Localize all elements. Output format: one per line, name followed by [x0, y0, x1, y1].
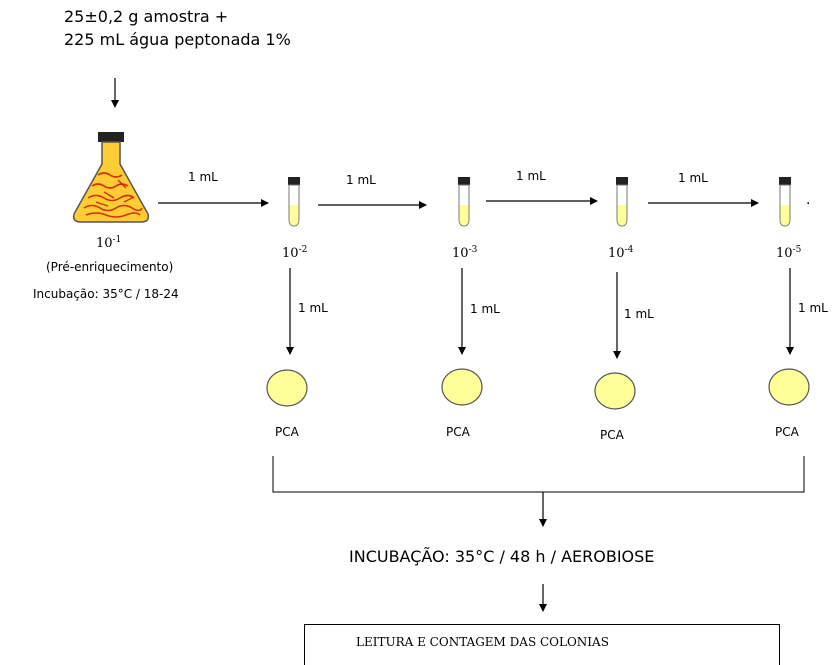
petri-plate-icon: [442, 369, 482, 405]
petri-plate-icon: [595, 373, 635, 409]
plate-label: PCA: [600, 428, 624, 442]
petri-plate-icon: [267, 370, 307, 406]
incubation-step: INCUBAÇÃO: 35°C / 48 h / AEROBIOSE: [349, 547, 654, 566]
transfer-label: 1 mL: [678, 171, 708, 185]
collect-bracket: [273, 456, 804, 492]
final-step-label: LEITURA E CONTAGEM DAS COLONIAS: [356, 635, 609, 649]
transfer-label: 1 mL: [346, 173, 376, 187]
tube-dilution: 10-5: [776, 245, 801, 261]
flask-dilution: 10-1: [96, 235, 121, 251]
test-tube-icon: [458, 177, 470, 226]
plate-label: PCA: [446, 425, 470, 439]
sample-line-2: 225 mL água peptonada 1%: [64, 29, 291, 50]
transfer-label: 1 mL: [188, 170, 218, 184]
petri-plate-icon: [769, 369, 809, 405]
trailing-mark: .: [806, 192, 810, 208]
test-tube-icon: [616, 177, 628, 226]
test-tube-icon: [288, 177, 300, 226]
plating-label: 1 mL: [470, 302, 500, 316]
plate-label: PCA: [775, 425, 799, 439]
tube-dilution: 10-2: [282, 245, 307, 261]
test-tube-icon: [779, 177, 791, 226]
plating-label: 1 mL: [624, 307, 654, 321]
flask-label: (Pré-enriquecimento): [46, 260, 173, 274]
plating-label: 1 mL: [798, 301, 828, 315]
transfer-label: 1 mL: [516, 169, 546, 183]
flask-incubation: Incubação: 35°C / 18-24: [33, 287, 179, 301]
tube-dilution: 10-3: [452, 245, 477, 261]
tube-dilution: 10-4: [608, 245, 633, 261]
flask-icon: [74, 132, 149, 222]
plate-label: PCA: [275, 425, 299, 439]
sample-line-1: 25±0,2 g amostra +: [64, 6, 228, 27]
plating-label: 1 mL: [298, 301, 328, 315]
